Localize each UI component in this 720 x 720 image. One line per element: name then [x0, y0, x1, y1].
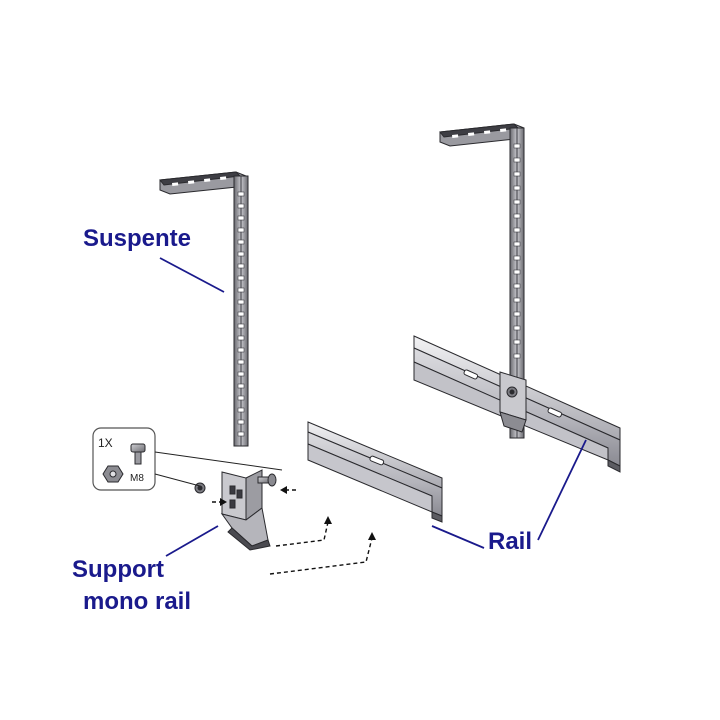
- nut-icon: [102, 465, 124, 483]
- inset-bolt-size: M8: [130, 473, 144, 484]
- support-bracket: [220, 469, 271, 551]
- label-rail: Rail: [488, 528, 533, 555]
- suspente-hanger-right: [439, 123, 527, 439]
- suspente-hanger-left: [159, 171, 249, 447]
- label-support-line2: mono rail: [83, 588, 192, 615]
- hardware-inset: 1X M8: [92, 427, 283, 491]
- leader-line-rail-middle: [431, 525, 485, 549]
- leader-line-rail-right: [537, 439, 587, 541]
- rail-middle: [307, 421, 443, 523]
- label-suspente: Suspente: [83, 225, 192, 252]
- leader-line-suspente: [159, 257, 225, 293]
- leader-line-support: [165, 525, 219, 557]
- arrow-heads: [220, 486, 376, 540]
- inset-quantity: 1X: [98, 436, 113, 450]
- label-support-line1: Support: [72, 556, 164, 583]
- leader-lines: [159, 257, 587, 557]
- bolt-icon: [130, 443, 146, 465]
